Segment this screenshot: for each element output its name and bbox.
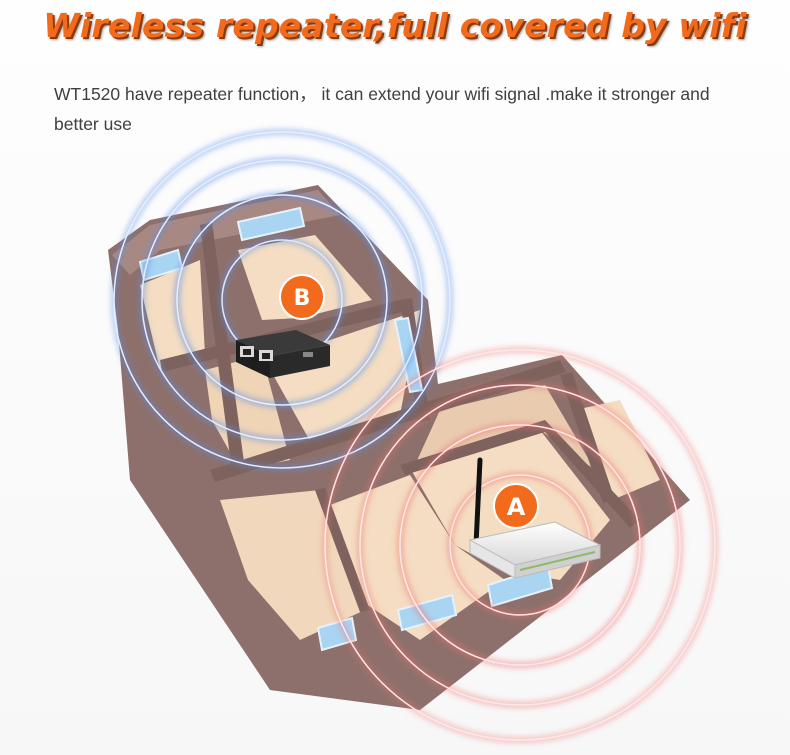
headline: Wireless repeater,full covered by wifi (43, 6, 747, 45)
red-signal-rings (322, 347, 718, 743)
repeater-device (236, 330, 330, 378)
blue-signal-rings (111, 129, 453, 471)
repeater-marker: B (279, 274, 325, 320)
router-device (468, 457, 602, 579)
product-description: WT1520 have repeater function， it can ex… (54, 84, 710, 134)
repeater-badge-label: B (294, 286, 311, 311)
router-badge-label: A (507, 493, 526, 521)
router-marker: A (493, 483, 539, 529)
